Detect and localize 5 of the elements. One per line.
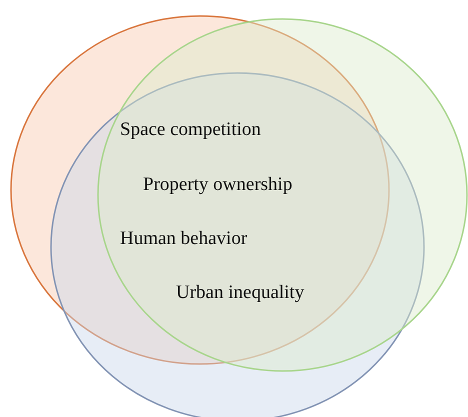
- venn-label: Property ownership: [143, 175, 292, 194]
- venn-circle: [97, 18, 468, 372]
- venn-label: Human behavior: [120, 229, 248, 248]
- venn-label: Urban inequality: [176, 283, 304, 302]
- venn-label: Space competition: [120, 120, 261, 139]
